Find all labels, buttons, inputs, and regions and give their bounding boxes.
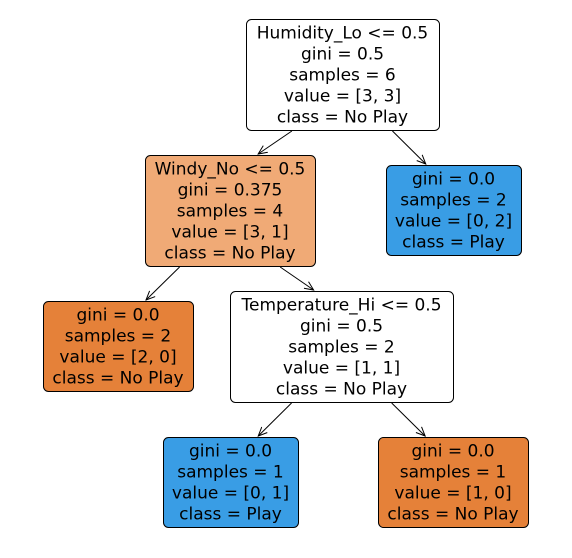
node-line: gini = 0.0 [76, 306, 159, 326]
node-box [163, 437, 299, 528]
node-line: Temperature_Hi <= 0.5 [240, 296, 441, 316]
node-line: samples = 2 [65, 327, 172, 347]
node-line: class = No Play [164, 244, 295, 264]
node-line: Windy_No <= 0.5 [155, 160, 306, 180]
node-line: samples = 6 [289, 66, 396, 86]
node-line: class = No Play [52, 369, 183, 389]
node-line: gini = 0.375 [178, 181, 283, 201]
edge-windy-to-temperature [279, 266, 313, 290]
edge-root-to-leaf-right-top [392, 130, 425, 164]
edge-temperature-to-leaf-bottom-right [391, 402, 425, 436]
node-box [145, 155, 316, 267]
node-box [246, 19, 440, 131]
node-line: value = [3, 3] [284, 87, 401, 107]
node-line: class = Play [179, 505, 282, 525]
edge-root-to-windy [258, 130, 293, 154]
edge-temperature-to-leaf-bottom-left [258, 402, 292, 436]
node-line: value = [2, 0] [59, 348, 176, 368]
node-line: class = No Play [277, 108, 408, 128]
node-line: gini = 0.0 [411, 442, 494, 462]
node-line: value = [1, 1] [283, 359, 400, 379]
node-line: samples = 4 [177, 202, 284, 222]
node-line: value = [0, 2] [395, 212, 512, 232]
edges-layer [146, 130, 426, 436]
node-line: class = No Play [276, 380, 407, 400]
node-line: gini = 0.5 [300, 317, 383, 337]
node-line: class = Play [402, 233, 505, 253]
node-box [378, 437, 529, 528]
node-line: gini = 0.0 [189, 442, 272, 462]
edge-windy-to-leaf-left-mid [146, 266, 180, 300]
node-line: samples = 2 [400, 191, 507, 211]
node-line: samples = 2 [288, 338, 395, 358]
node-line: samples = 1 [400, 463, 507, 483]
node-line: value = [1, 0] [394, 484, 511, 504]
node-line: class = No Play [387, 505, 518, 525]
node-line: gini = 0.0 [412, 170, 495, 190]
node-line: value = [0, 1] [172, 484, 289, 504]
node-line: gini = 0.5 [301, 45, 384, 65]
node-line: Humidity_Lo <= 0.5 [257, 24, 429, 44]
node-box [43, 301, 194, 392]
node-box [230, 291, 454, 403]
node-box [386, 165, 522, 256]
node-line: samples = 1 [177, 463, 284, 483]
node-line: value = [3, 1] [171, 223, 288, 243]
